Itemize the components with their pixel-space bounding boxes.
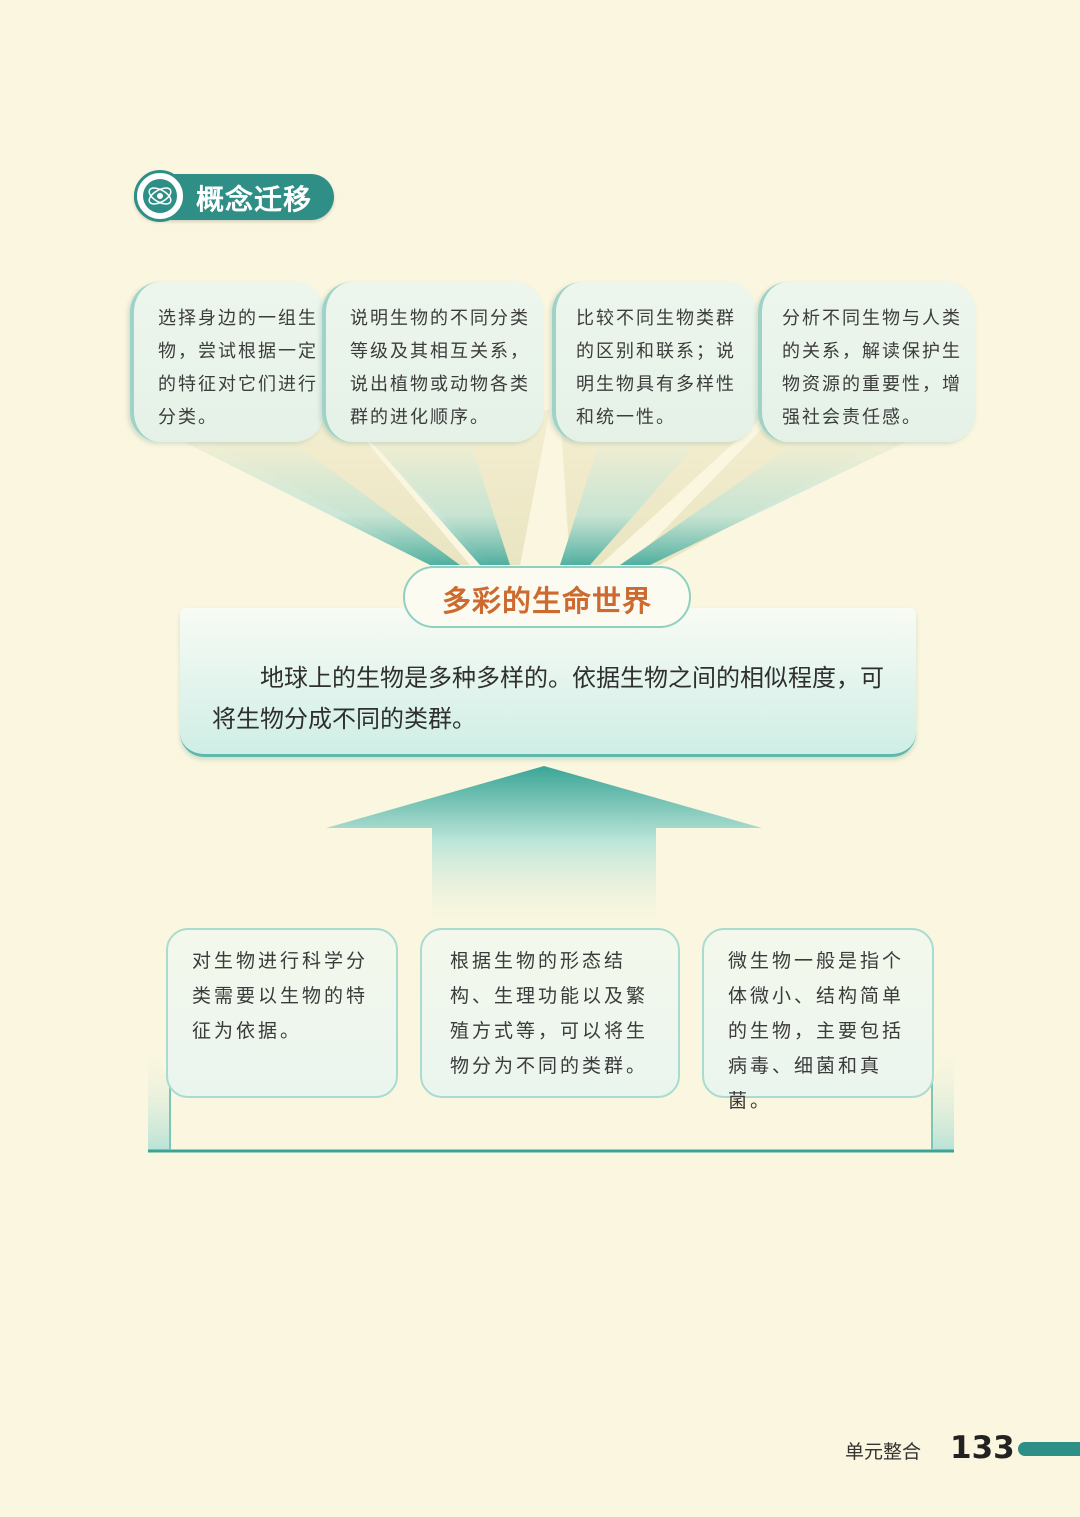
central-concept-title-pill	[403, 566, 691, 628]
foundation-card-1: 对生物进行科学分类需要以生物的特征为依据。	[166, 928, 398, 1098]
objective-card-1: 选择身边的一组生物，尝试根据一定的特征对它们进行分类。	[130, 282, 324, 442]
section-title: 概念迁移	[196, 183, 313, 216]
central-concept-box	[180, 608, 916, 757]
central-concept-text: 地球上的生物是多种多样的。依据生物之间的相似程度，可将生物分成不同的类群。	[212, 664, 884, 733]
objective-text: 说明生物的不同分类等级及其相互关系，说出植物或动物各类群的进化顺序。	[350, 308, 530, 428]
objective-text: 选择身边的一组生物，尝试根据一定的特征对它们进行分类。	[158, 308, 318, 428]
base-tray-decoration	[148, 1040, 954, 1153]
footer-accent-bar	[1018, 1442, 1080, 1456]
atom-icon	[134, 170, 186, 222]
objective-text: 比较不同生物类群的区别和联系；说明生物具有多样性和统一性。	[576, 308, 736, 428]
central-concept-title: 多彩的生命世界	[441, 584, 652, 618]
foundation-text: 微生物一般是指个体微小、结构简单的生物，主要包括病毒、细菌和真菌。	[728, 950, 905, 1112]
objective-card-2: 说明生物的不同分类等级及其相互关系，说出植物或动物各类群的进化顺序。	[322, 282, 544, 442]
foundation-text: 根据生物的形态结构、生理功能以及繁殖方式等，可以将生物分为不同的类群。	[450, 950, 649, 1077]
objective-card-4: 分析不同生物与人类的关系，解读保护生物资源的重要性，增强社会责任感。	[758, 282, 976, 442]
foundation-text: 对生物进行科学分类需要以生物的特征为依据。	[192, 950, 369, 1042]
objective-card-3: 比较不同生物类群的区别和联系；说明生物具有多样性和统一性。	[552, 282, 756, 442]
page-number: 133	[950, 1430, 1015, 1466]
foundation-card-3: 微生物一般是指个体微小、结构简单的生物，主要包括病毒、细菌和真菌。	[702, 928, 934, 1112]
unit-label: 单元整合	[845, 1441, 922, 1463]
objective-text: 分析不同生物与人类的关系，解读保护生物资源的重要性，增强社会责任感。	[782, 308, 962, 428]
up-arrow-icon	[326, 766, 762, 936]
foundation-card-2: 根据生物的形态结构、生理功能以及繁殖方式等，可以将生物分为不同的类群。	[420, 928, 680, 1098]
